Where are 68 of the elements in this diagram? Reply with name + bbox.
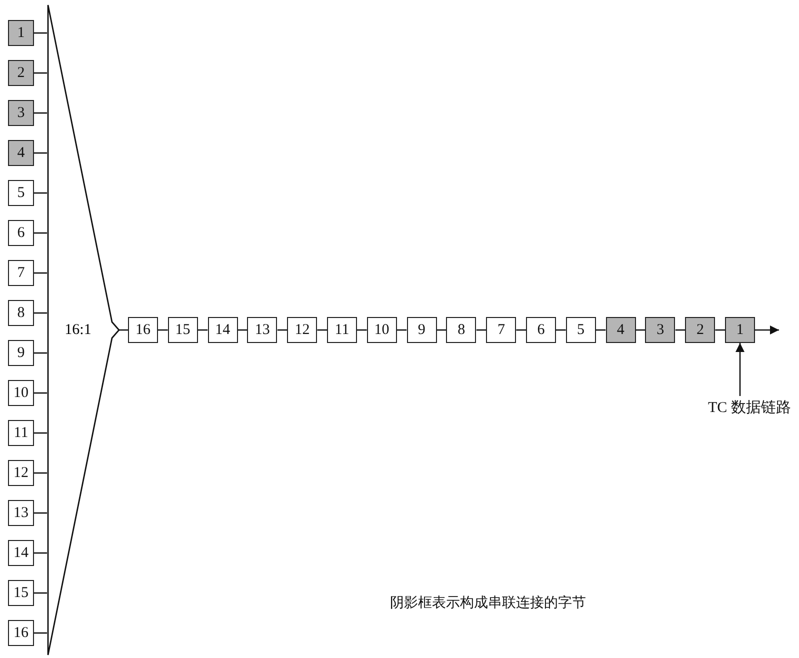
byte-box: 5 bbox=[566, 317, 596, 343]
connector-line bbox=[357, 329, 367, 331]
connector-line bbox=[277, 329, 288, 331]
connector-line bbox=[675, 329, 686, 331]
connector-line bbox=[158, 329, 168, 331]
arrow bbox=[755, 326, 779, 334]
byte-box: 11 bbox=[8, 420, 34, 446]
arrow bbox=[736, 343, 744, 396]
byte-box: 14 bbox=[8, 540, 34, 566]
connector-line bbox=[436, 329, 446, 331]
shaded-byte-box: 4 bbox=[8, 140, 34, 166]
link-label: TC 数据链路 bbox=[708, 398, 791, 417]
connector-line bbox=[34, 392, 47, 394]
connector-line bbox=[34, 72, 47, 74]
shaded-byte-box: 1 bbox=[8, 20, 34, 46]
connector-line bbox=[34, 472, 47, 474]
byte-box: 15 bbox=[168, 317, 198, 343]
connector-line bbox=[715, 329, 725, 331]
byte-box: 7 bbox=[8, 260, 34, 286]
connector-line bbox=[34, 152, 47, 154]
connector-line bbox=[556, 329, 566, 331]
connector-line bbox=[636, 329, 646, 331]
byte-box: 16 bbox=[128, 317, 158, 343]
byte-box: 9 bbox=[8, 340, 34, 366]
connector-line bbox=[34, 592, 47, 594]
shaded-byte-box: 4 bbox=[606, 317, 636, 343]
byte-box: 16 bbox=[8, 620, 34, 646]
byte-box: 6 bbox=[526, 317, 556, 343]
byte-box: 5 bbox=[8, 180, 34, 206]
ratio-label: 16:1 bbox=[64, 322, 92, 338]
connector-line bbox=[596, 329, 606, 331]
byte-box: 12 bbox=[8, 460, 34, 486]
shaded-byte-box: 2 bbox=[685, 317, 716, 343]
byte-box: 8 bbox=[446, 317, 476, 343]
connector-line bbox=[396, 329, 407, 331]
connector-line bbox=[34, 192, 47, 194]
connector-line bbox=[34, 512, 47, 514]
shaded-byte-box: 3 bbox=[645, 317, 676, 343]
connector-line bbox=[34, 432, 47, 434]
byte-box: 12 bbox=[287, 317, 318, 343]
connector-line bbox=[317, 329, 327, 331]
shaded-byte-box: 1 bbox=[725, 317, 755, 343]
byte-box: 6 bbox=[8, 220, 34, 246]
connector-line bbox=[34, 552, 47, 554]
connector-line bbox=[34, 312, 47, 314]
shaded-byte-box: 3 bbox=[8, 100, 34, 126]
byte-box: 10 bbox=[366, 317, 397, 343]
byte-box: 11 bbox=[327, 317, 357, 343]
connector-line bbox=[198, 329, 208, 331]
connector-line bbox=[34, 112, 47, 114]
connector-line bbox=[34, 232, 47, 234]
connector-line bbox=[238, 329, 248, 331]
connector-line bbox=[34, 272, 47, 274]
connector-line bbox=[34, 352, 47, 354]
connector-line bbox=[34, 632, 47, 634]
connector-line bbox=[516, 329, 526, 331]
caption: 阴影框表示构成串联连接的字节 bbox=[390, 594, 586, 612]
byte-box: 10 bbox=[8, 380, 34, 406]
connector-line bbox=[476, 329, 486, 331]
byte-box: 9 bbox=[406, 317, 437, 343]
byte-box: 8 bbox=[8, 300, 34, 326]
byte-box: 15 bbox=[8, 580, 34, 606]
byte-box: 14 bbox=[208, 317, 238, 343]
byte-box: 7 bbox=[486, 317, 516, 343]
shaded-byte-box: 2 bbox=[8, 60, 34, 86]
byte-box: 13 bbox=[8, 500, 34, 526]
connector-line bbox=[34, 32, 47, 34]
byte-box: 13 bbox=[247, 317, 278, 343]
